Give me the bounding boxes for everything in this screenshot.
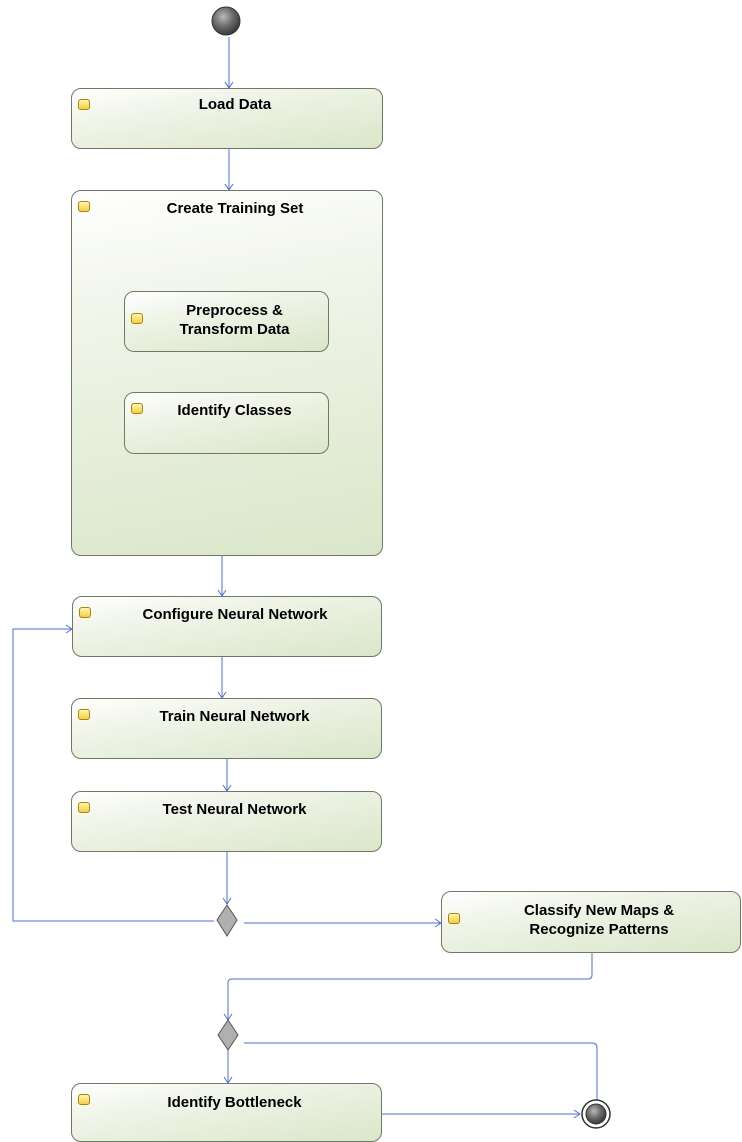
- action-label: Classify New Maps & Recognize Patterns: [523, 902, 675, 938]
- action-create-training-set[interactable]: Create Training Set: [71, 190, 383, 556]
- action-identify-classes[interactable]: Identify Classes: [124, 392, 329, 454]
- action-label: Train Neural Network: [159, 708, 310, 725]
- final-node: [581, 1099, 611, 1129]
- decision-node-classification: [217, 1019, 239, 1051]
- action-preprocess-transform-data[interactable]: Preprocess & Transform Data: [124, 291, 329, 352]
- pin-icon: [78, 201, 90, 212]
- action-label: Test Neural Network: [162, 801, 307, 818]
- flow-classify-to-decision2: [227, 952, 593, 1020]
- action-identify-bottleneck[interactable]: Identify Bottleneck: [71, 1083, 382, 1142]
- pin-icon: [78, 99, 90, 110]
- action-load-data[interactable]: Load Data: [71, 88, 383, 149]
- pin-icon: [79, 607, 91, 618]
- action-label: Create Training Set: [166, 200, 304, 217]
- action-label: Configure Neural Network: [142, 606, 328, 623]
- action-classify-new-maps[interactable]: Classify New Maps & Recognize Patterns: [441, 891, 741, 953]
- control-flows: [12, 37, 598, 1123]
- flow-decision-loop-back: [12, 628, 214, 922]
- pin-icon: [131, 403, 143, 414]
- pin-icon: [448, 913, 460, 924]
- initial-node: [211, 6, 241, 36]
- action-label: Load Data: [198, 96, 272, 113]
- pin-icon: [78, 709, 90, 720]
- flow-decision2-to-final: [244, 1042, 598, 1123]
- action-label: Identify Bottleneck: [167, 1094, 302, 1111]
- action-train-neural-network[interactable]: Train Neural Network: [71, 698, 382, 759]
- action-test-neural-network[interactable]: Test Neural Network: [71, 791, 382, 852]
- action-label: Preprocess & Transform Data: [179, 302, 290, 338]
- pin-icon: [131, 313, 143, 324]
- action-label: Identify Classes: [177, 402, 292, 419]
- pin-icon: [78, 1094, 90, 1105]
- pin-icon: [78, 802, 90, 813]
- decision-node-test-result: [216, 904, 238, 937]
- action-configure-neural-network[interactable]: Configure Neural Network: [72, 596, 382, 657]
